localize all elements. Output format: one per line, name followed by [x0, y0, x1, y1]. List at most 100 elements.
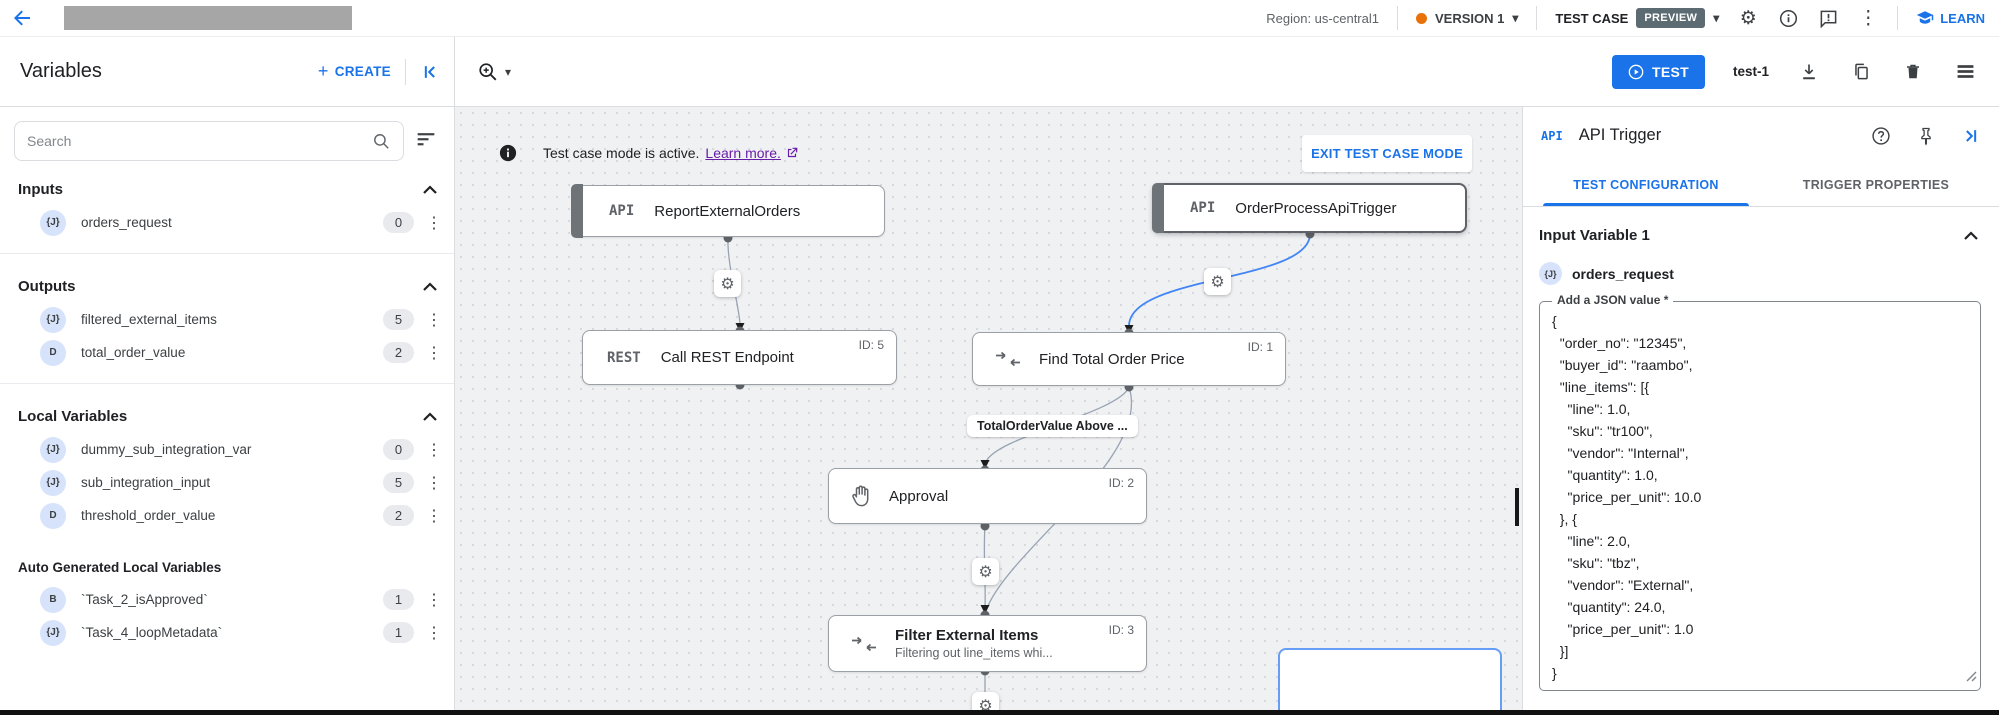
variable-row[interactable]: {J} `Task_4_loopMetadata` 1 ⋮ — [0, 616, 454, 649]
tab-test-configuration[interactable]: TEST CONFIGURATION — [1531, 164, 1761, 206]
more-vert-icon[interactable]: ⋮ — [426, 507, 442, 525]
json-value-field[interactable]: Add a JSON value * { "order_no": "12345"… — [1539, 293, 1981, 691]
more-vert-icon[interactable]: ⋮ — [426, 214, 442, 232]
divider — [405, 58, 406, 85]
chevron-up-icon[interactable] — [1963, 230, 1979, 241]
redacted-title-block — [64, 6, 352, 30]
json-type-icon: {J} — [40, 436, 66, 463]
variable-row[interactable]: {J} filtered_external_items 5 ⋮ — [0, 303, 454, 336]
learn-more-link[interactable]: Learn more. — [705, 145, 781, 161]
version-label: VERSION 1 — [1434, 10, 1505, 26]
node-find-total-order-price[interactable]: Find Total Order Price ID: 1 — [972, 332, 1286, 386]
test-case-name[interactable]: test-1 — [1732, 64, 1769, 79]
feedback-icon[interactable] — [1817, 7, 1839, 29]
create-variable-button[interactable]: + CREATE — [318, 61, 391, 82]
empty-selection-box[interactable] — [1278, 648, 1502, 715]
json-type-icon: {J} — [1539, 262, 1562, 285]
api-trigger-config-panel: API API Trigger TEST CONFIGURATION TRIG — [1522, 107, 1999, 715]
node-approval[interactable]: Approval ID: 2 — [828, 468, 1147, 524]
usage-count-badge: 0 — [383, 212, 414, 233]
collapse-panel-icon[interactable] — [420, 62, 440, 82]
json-value-input[interactable]: { "order_no": "12345", "buyer_id": "raam… — [1552, 313, 1702, 681]
usage-count-badge: 2 — [383, 505, 414, 526]
divider — [454, 36, 455, 107]
canvas-scrollbar-thumb[interactable] — [1515, 488, 1519, 526]
rest-badge: REST — [607, 349, 641, 366]
chevron-up-icon[interactable] — [422, 411, 438, 422]
preview-badge: PREVIEW — [1636, 8, 1706, 28]
more-vert-icon[interactable]: ⋮ — [426, 344, 442, 362]
chevron-up-icon[interactable] — [422, 184, 438, 195]
json-type-icon: {J} — [40, 619, 66, 646]
search-field[interactable] — [14, 121, 404, 161]
double-type-icon: D — [40, 339, 66, 366]
edge-gear-icon[interactable]: ⚙ — [714, 270, 741, 297]
task-subtitle: Filtering out line_items whi... — [895, 646, 1053, 660]
node-filter-external-items[interactable]: Filter External Items Filtering out line… — [828, 615, 1147, 672]
more-vert-icon[interactable]: ⋮ — [426, 624, 442, 642]
download-icon[interactable] — [1797, 60, 1821, 84]
region-label: Region: us-central1 — [1266, 10, 1379, 26]
learn-button[interactable]: LEARN — [1916, 9, 1985, 27]
divider — [1396, 6, 1398, 30]
data-mapping-icon — [851, 636, 877, 652]
tab-trigger-properties[interactable]: TRIGGER PROPERTIES — [1802, 178, 1950, 192]
more-vert-icon[interactable]: ⋮ — [426, 441, 442, 459]
variable-row[interactable]: D threshold_order_value 2 ⋮ — [0, 499, 454, 532]
approval-hand-icon — [851, 485, 871, 507]
divider — [0, 253, 454, 254]
settings-gear-icon[interactable]: ⚙ — [1739, 7, 1757, 29]
node-call-rest-endpoint[interactable]: REST Call REST Endpoint ID: 5 — [582, 330, 897, 385]
info-filled-icon — [499, 144, 517, 162]
variable-row[interactable]: D total_order_value 2 ⋮ — [0, 336, 454, 369]
collapse-right-icon[interactable] — [1961, 126, 1981, 146]
version-dropdown[interactable]: VERSION 1 ▾ — [1415, 10, 1518, 26]
exit-test-case-mode-button[interactable]: EXIT TEST CASE MODE — [1302, 135, 1472, 172]
delete-trash-icon[interactable] — [1901, 60, 1925, 84]
node-report-external-orders[interactable]: API ReportExternalOrders — [571, 184, 885, 238]
usage-count-badge: 5 — [383, 472, 414, 493]
pin-icon[interactable] — [1917, 126, 1935, 146]
json-type-icon: {J} — [40, 306, 66, 333]
test-case-dropdown[interactable]: TEST CASE PREVIEW ▾ — [1555, 8, 1719, 28]
usage-count-badge: 1 — [383, 589, 414, 610]
menu-toc-icon[interactable] — [1953, 60, 1977, 84]
search-input[interactable] — [27, 133, 372, 149]
help-icon[interactable] — [1871, 126, 1891, 146]
more-vert-icon[interactable]: ⋮ — [426, 474, 442, 492]
chevron-down-icon: ▾ — [505, 64, 512, 79]
usage-count-badge: 1 — [383, 622, 414, 643]
node-order-process-api-trigger[interactable]: API OrderProcessApiTrigger — [1152, 183, 1467, 233]
info-icon[interactable] — [1777, 7, 1799, 29]
play-icon — [1628, 64, 1644, 79]
test-mode-banner: Test case mode is active. Learn more. — [455, 121, 1522, 185]
task-id-label: ID: 1 — [1247, 340, 1273, 354]
test-button[interactable]: TEST — [1612, 54, 1705, 89]
variable-row[interactable]: {J} orders_request 0 ⋮ — [0, 206, 454, 239]
variable-row[interactable]: {J} dummy_sub_integration_var 0 ⋮ — [0, 433, 454, 466]
variable-row[interactable]: {J} sub_integration_input 5 ⋮ — [0, 466, 454, 499]
integration-canvas[interactable]: Test case mode is active. Learn more. EX… — [455, 107, 1522, 715]
double-type-icon: D — [40, 502, 66, 529]
sort-filter-icon[interactable] — [416, 131, 436, 152]
divider — [1536, 6, 1538, 30]
panel-tabs: TEST CONFIGURATION TRIGGER PROPERTIES — [1523, 164, 1999, 207]
plus-icon: + — [317, 61, 329, 81]
more-vert-icon[interactable]: ⋮ — [426, 591, 442, 609]
edge-condition-label[interactable]: TotalOrderValue Above ... — [967, 415, 1138, 437]
back-arrow-icon[interactable] — [10, 6, 34, 30]
more-vert-icon[interactable]: ⋮ — [426, 311, 442, 329]
more-vert-icon[interactable]: ⋮ — [1858, 7, 1878, 29]
resize-handle[interactable] — [1966, 669, 1977, 687]
variable-name: orders_request — [1572, 265, 1674, 282]
edge-gear-icon[interactable]: ⚙ — [1204, 268, 1231, 295]
api-badge: API — [609, 203, 635, 219]
task-id-label: ID: 5 — [858, 338, 884, 352]
create-label: CREATE — [334, 64, 391, 79]
zoom-control[interactable]: ▾ — [477, 61, 511, 83]
edge-gear-icon[interactable]: ⚙ — [972, 558, 999, 585]
chevron-up-icon[interactable] — [422, 281, 438, 292]
duplicate-icon[interactable] — [1849, 60, 1873, 84]
variable-row[interactable]: B `Task_2_isApproved` 1 ⋮ — [0, 583, 454, 616]
